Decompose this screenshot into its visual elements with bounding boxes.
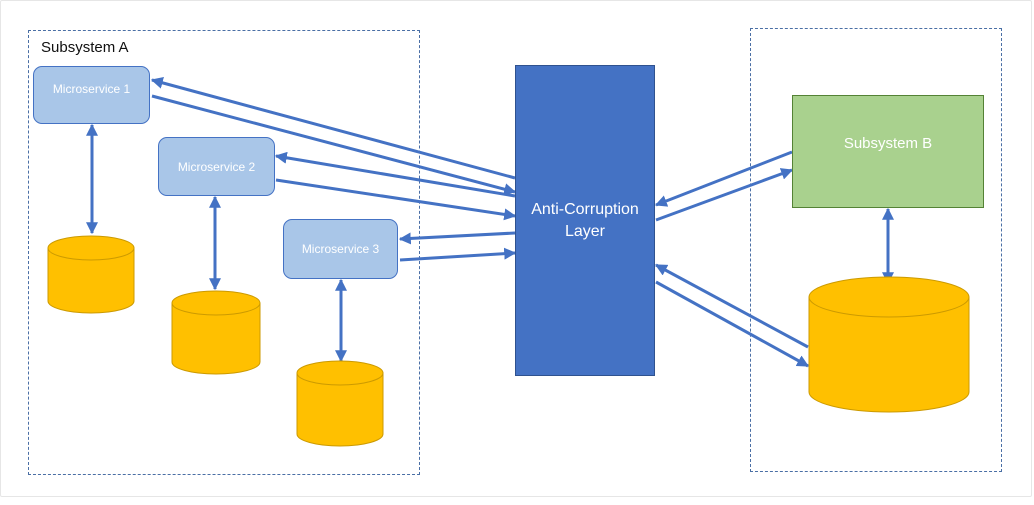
microservice-1-box: Microservice 1 bbox=[33, 66, 150, 124]
acl-label-line-2: Layer bbox=[564, 222, 605, 240]
database-b-icon bbox=[808, 276, 970, 413]
microservice-2-label: Microservice 2 bbox=[177, 159, 256, 174]
database-1-icon bbox=[47, 235, 135, 314]
arrow-acl-to-db-b bbox=[655, 280, 810, 368]
subsystem-b-box: Subsystem B bbox=[792, 95, 984, 208]
database-2-icon bbox=[171, 290, 261, 375]
arrow-acl-to-subb bbox=[655, 168, 794, 222]
acl-label-line-1: Anti-Corruption bbox=[531, 200, 639, 218]
database-3-icon bbox=[296, 360, 384, 447]
subsystem-b-group bbox=[750, 28, 1002, 472]
subsystem-b-label: Subsystem B bbox=[843, 135, 933, 152]
microservice-1-label: Microservice 1 bbox=[52, 82, 131, 96]
arrow-acl-to-ms1 bbox=[150, 77, 516, 180]
arrow-ms1-to-acl bbox=[151, 94, 517, 196]
arrow-acl-to-ms3 bbox=[398, 231, 516, 245]
arrow-db-b-to-acl bbox=[654, 263, 809, 349]
arrow-acl-to-ms2 bbox=[274, 151, 516, 198]
anti-corruption-layer-box: Anti-Corruption Layer bbox=[515, 65, 655, 376]
arrow-ms3-to-acl bbox=[399, 247, 517, 262]
microservice-2-box: Microservice 2 bbox=[158, 137, 275, 196]
microservice-3-box: Microservice 3 bbox=[283, 219, 398, 279]
subsystem-a-group: Subsystem A bbox=[28, 30, 420, 475]
arrow-subb-to-acl bbox=[654, 150, 793, 207]
arrow-ms2-to-acl bbox=[275, 178, 517, 221]
microservice-3-label: Microservice 3 bbox=[301, 242, 380, 256]
subsystem-a-label: Subsystem A bbox=[41, 39, 129, 56]
